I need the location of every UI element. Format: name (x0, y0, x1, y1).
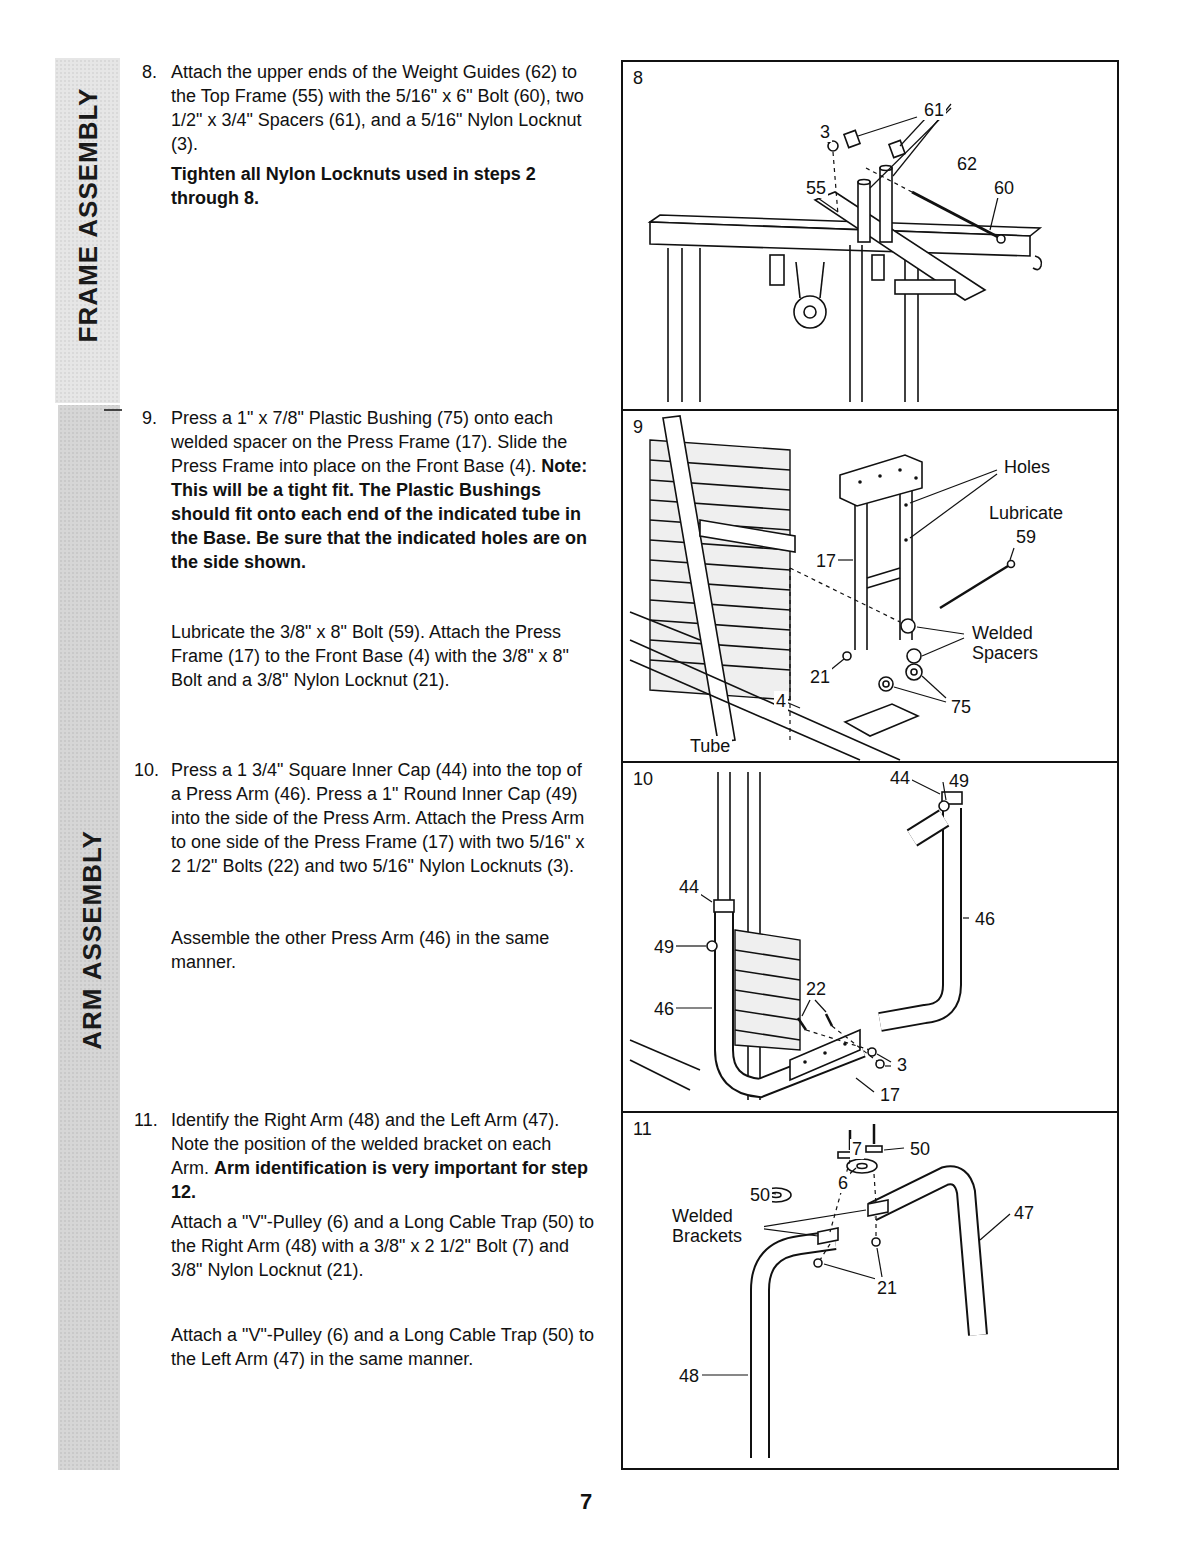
step-note: Arm identification is very important for… (171, 1158, 588, 1202)
text-block: Press a 1 3/4" Square Inner Cap (44) int… (171, 758, 596, 878)
figure-number: 10 (631, 769, 655, 789)
section-tab-band (55, 58, 120, 403)
callout-label: Tube (688, 736, 732, 756)
figure-panel: 9HolesLubricate 59 17Welded Spacers 21 75 4Tu… (621, 409, 1119, 763)
callout-label: 75 (949, 697, 973, 717)
step-text: Attach a "V"-Pulley (6) and a Long Cable… (171, 1325, 594, 1369)
callout-label: 49 (652, 937, 676, 957)
text-block: Assemble the other Press Arm (46) in the… (171, 926, 596, 974)
figure-number: 11 (631, 1119, 654, 1139)
step-text: Attach the upper ends of the Weight Guid… (171, 62, 584, 154)
callout-label: 50 (748, 1185, 772, 1205)
callout-label: 60 (992, 178, 1016, 198)
callout-label: 50 (908, 1139, 932, 1159)
callout-label: 61 (922, 100, 946, 120)
step-text: Assemble the other Press Arm (46) in the… (171, 928, 549, 972)
callout-label: 22 (804, 979, 828, 999)
step-text: Lubricate the 3/8" x 8" Bolt (59). Attac… (171, 622, 569, 690)
step-number: 9. (142, 408, 157, 428)
text-block: 10. (134, 758, 170, 782)
step-text: Attach a "V"-Pulley (6) and a Long Cable… (171, 1212, 594, 1280)
figure-panel: 11 7 50 50 6Welded Brackets 47 21 48 (621, 1111, 1119, 1470)
callout-label: 7 (850, 1139, 864, 1159)
callout-label: Welded Spacers (970, 623, 1058, 663)
text-block: 8. (142, 60, 170, 84)
text-block: 9. (142, 406, 170, 430)
step-number: 11. (134, 1110, 158, 1130)
callout-label: 44 (677, 877, 701, 897)
text-block: Identify the Right Arm (48) and the Left… (171, 1108, 596, 1204)
figure-number: 8 (631, 68, 645, 88)
text-block: Tighten all Nylon Locknuts used in steps… (171, 162, 596, 210)
figure-number: 9 (631, 417, 645, 437)
callout-label: 17 (814, 551, 838, 571)
text-block: 7 (580, 1490, 620, 1514)
callout-label: 4 (774, 691, 788, 711)
section-tab: ARM ASSEMBLY (77, 830, 108, 1050)
page-number: 7 (580, 1489, 592, 1514)
callout-label: 49 (947, 771, 971, 791)
section-tab: FRAME ASSEMBLY (73, 88, 104, 343)
text-block: Lubricate the 3/8" x 8" Bolt (59). Attac… (171, 620, 596, 692)
step-note: Tighten all Nylon Locknuts used in steps… (171, 164, 536, 208)
callout-label: 62 (955, 154, 979, 174)
press-arm-drawing (630, 772, 969, 1100)
frame-drawing (650, 104, 1041, 402)
text-block: Press a 1" x 7/8" Plastic Bushing (75) o… (171, 406, 596, 574)
step-number: 10. (134, 760, 159, 780)
callout-label: 6 (836, 1173, 850, 1193)
callout-label: Lubricate (987, 503, 1065, 523)
callout-label: 3 (895, 1055, 909, 1075)
callout-label: 21 (875, 1278, 899, 1298)
section-tab-band (58, 405, 120, 1470)
callout-label: 59 (1014, 527, 1038, 547)
callout-label: Holes (1002, 457, 1052, 477)
figure-panel: 10 44 49 44 49 46 46 22 3 17 (621, 761, 1119, 1113)
arm-drawing (702, 1124, 1010, 1458)
callout-label: 44 (888, 768, 912, 788)
callout-label: 46 (973, 909, 997, 929)
callout-label: 3 (818, 122, 832, 142)
press-frame-drawing (630, 416, 1015, 760)
callout-label: 46 (652, 999, 676, 1019)
step-text: Press a 1 3/4" Square Inner Cap (44) int… (171, 760, 585, 876)
figure-panel: 8 3 61 62 55 60 (621, 60, 1119, 411)
callout-label: Welded Brackets (670, 1206, 764, 1246)
text-block: Attach the upper ends of the Weight Guid… (171, 60, 596, 156)
text-block: Attach a "V"-Pulley (6) and a Long Cable… (171, 1210, 596, 1282)
step-number: 8. (142, 62, 157, 82)
step-text: Press a 1" x 7/8" Plastic Bushing (75) o… (171, 408, 567, 476)
callout-label: 17 (878, 1085, 902, 1105)
callout-label: 21 (808, 667, 832, 687)
text-block: Attach a "V"-Pulley (6) and a Long Cable… (171, 1323, 596, 1371)
callout-label: 55 (804, 178, 828, 198)
text-block: 11. (134, 1108, 170, 1132)
callout-label: 48 (677, 1366, 701, 1386)
callout-label: 47 (1012, 1203, 1036, 1223)
